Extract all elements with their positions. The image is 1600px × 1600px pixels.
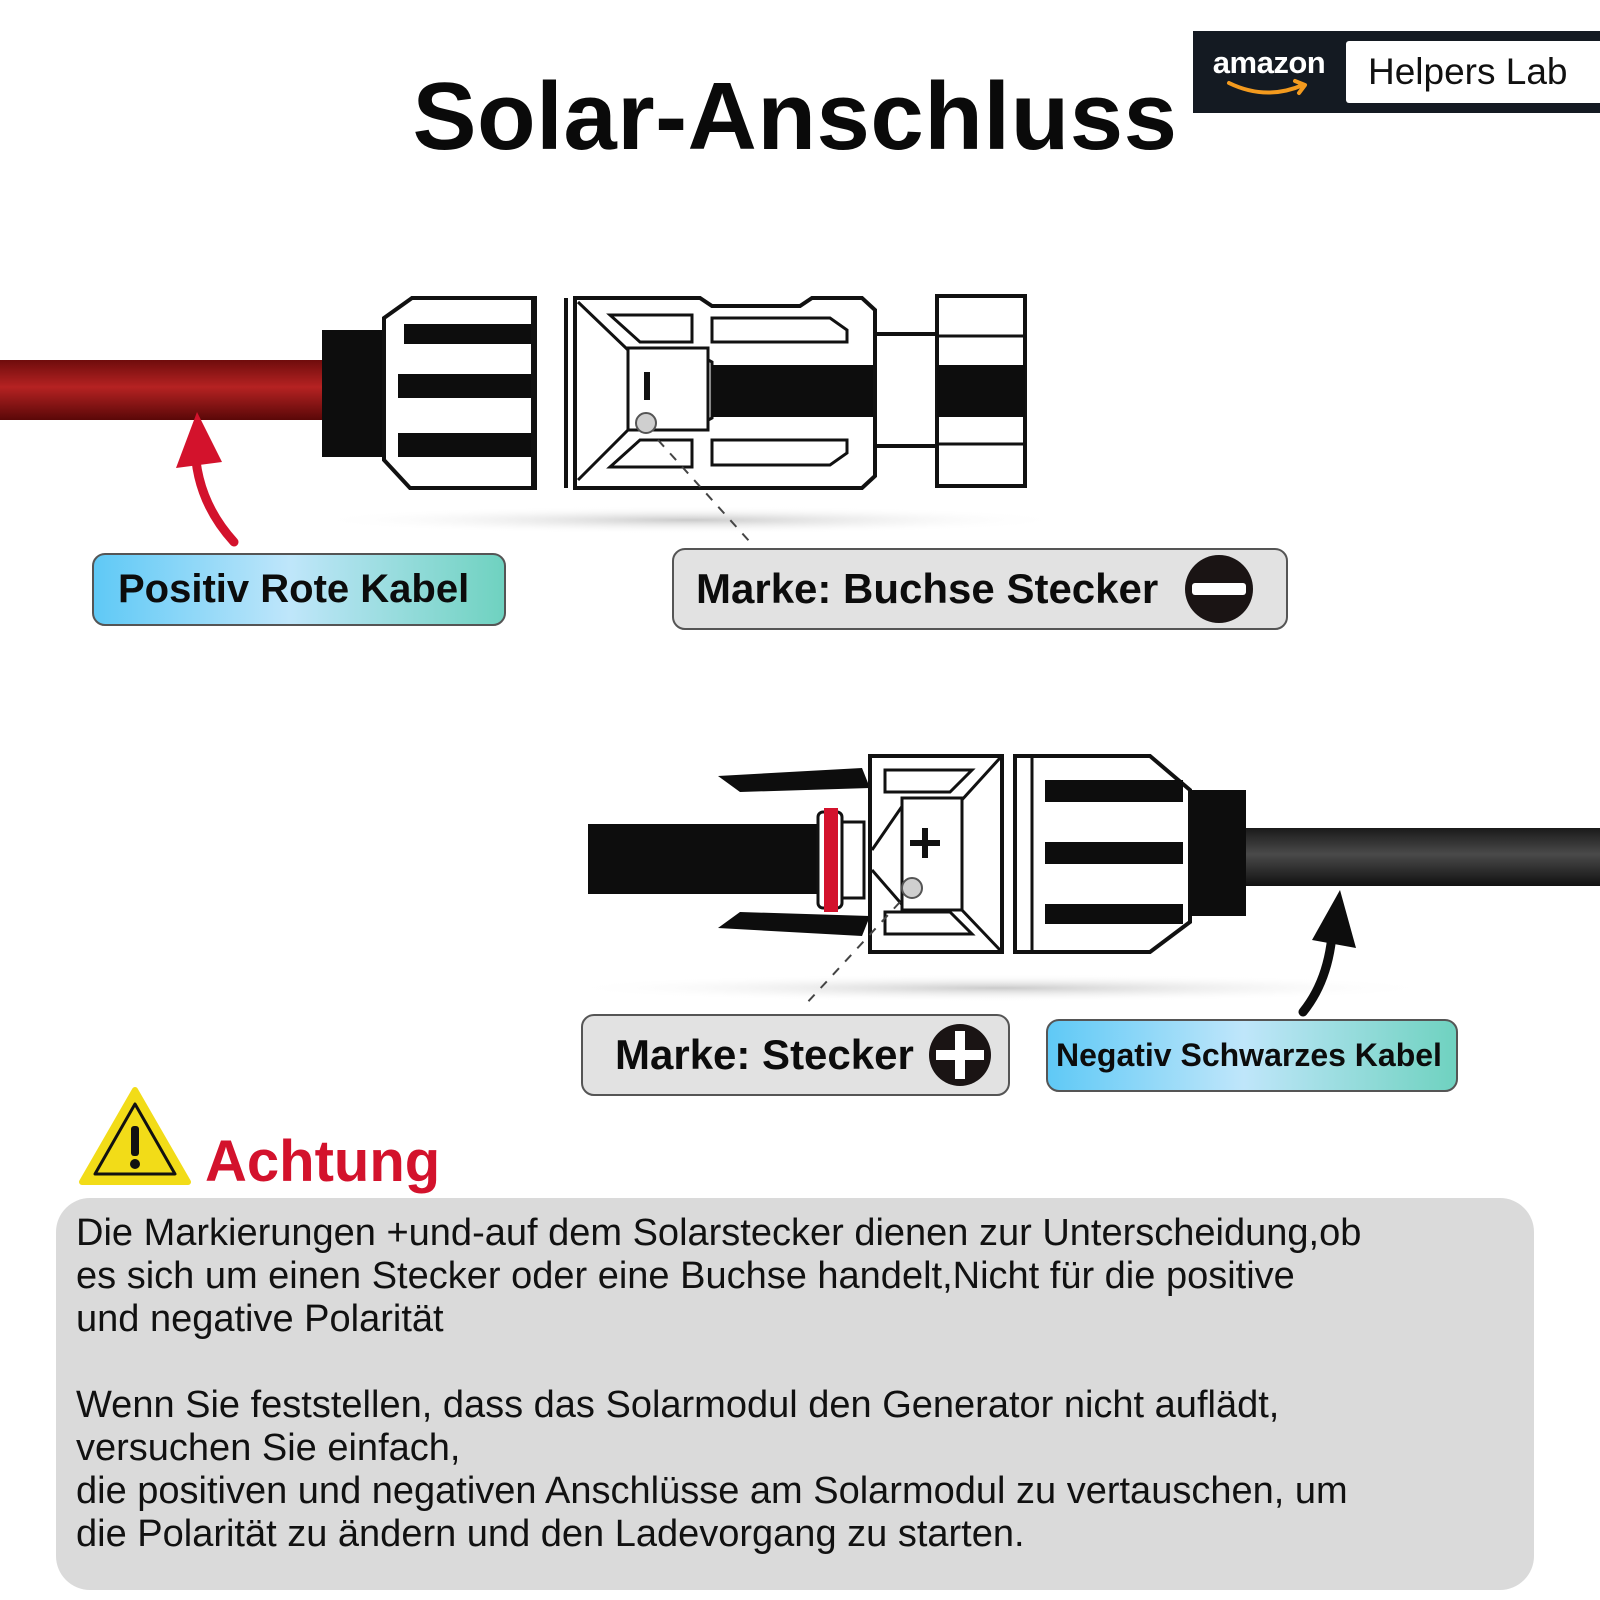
- plus-circle-icon: [929, 1024, 991, 1086]
- warning-title: Achtung: [205, 1129, 441, 1194]
- female-connector-diagram: [0, 294, 1070, 547]
- male-connector-diagram: [560, 754, 1600, 1017]
- minus-circle-icon: [1185, 555, 1253, 623]
- marker-dot: [635, 412, 657, 434]
- notice-box: Die Markierungen +und-auf dem Solarsteck…: [56, 1198, 1534, 1590]
- male-connector-text: Marke: Stecker: [615, 1031, 914, 1078]
- negative-cable-text: Negativ Schwarzes Kabel: [1056, 1037, 1442, 1073]
- page-title: Solar-Anschluss: [412, 63, 1178, 170]
- cable-boot: [1190, 790, 1246, 916]
- brand-name: Helpers Lab: [1346, 41, 1600, 103]
- notice-paragraph-1: Die Markierungen +und-auf dem Solarsteck…: [76, 1212, 1362, 1340]
- notice-paragraph-2: Wenn Sie feststellen, dass das Solarmodu…: [76, 1384, 1348, 1555]
- cable-boot: [322, 330, 386, 457]
- warning-triangle-icon: [79, 1087, 191, 1185]
- red-cable: [0, 360, 330, 420]
- negative-cable-label: Negativ Schwarzes Kabel: [1046, 1019, 1458, 1092]
- black-cable: [1240, 828, 1600, 886]
- amazon-logo: amazon: [1212, 45, 1326, 80]
- positive-cable-text: Positiv Rote Kabel: [118, 567, 470, 611]
- connector-shadow: [310, 506, 1070, 534]
- leader-line: [804, 901, 901, 1006]
- amazon-smile-icon: [1227, 79, 1307, 95]
- female-mark-minus: [644, 372, 650, 400]
- positive-cable-label: Positiv Rote Kabel: [92, 553, 506, 626]
- brand-badge: amazon Helpers Lab: [1193, 31, 1600, 113]
- female-connector-text: Marke: Buchse Stecker: [696, 565, 1159, 612]
- marker-dot: [901, 877, 923, 899]
- leader-line: [657, 439, 751, 543]
- female-connector-label: Marke: Buchse Stecker: [672, 548, 1288, 630]
- connector-shadow: [560, 974, 1440, 1002]
